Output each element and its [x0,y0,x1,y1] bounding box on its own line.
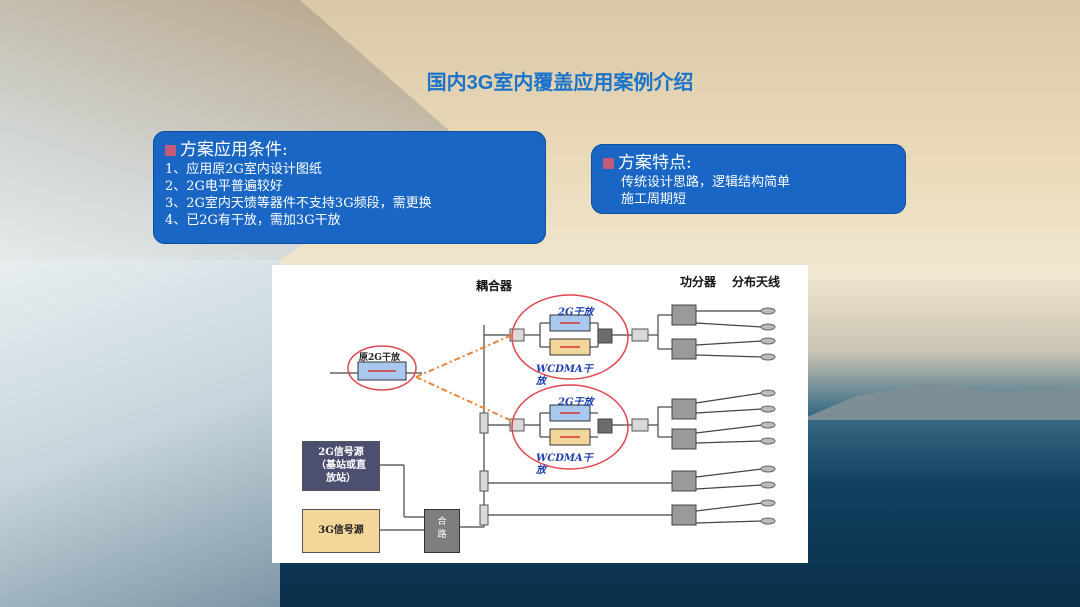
coupler-label: 耦合器 [476,277,512,294]
condition-item: 3、2G室内天馈等器件不支持3G频段，需更换 [165,195,546,212]
antenna-label: 分布天线 [732,273,780,290]
bullet-square-icon [165,145,176,156]
bullet-square-icon [603,158,614,169]
feature-item: 传统设计思路，逻辑结构简单 [621,174,906,191]
orig-2g-amp-label: 原2G干放 [359,350,400,363]
condition-item: 4、已2G有干放，需加3G干放 [165,212,546,229]
conditions-box: 方案应用条件: 1、应用原2G室内设计图纸 2、2G电平普遍较好 3、2G室内天… [153,131,546,244]
features-heading: 方案特点: [618,152,692,174]
slide-title: 国内3G室内覆盖应用案例介绍 [300,66,820,95]
combiner-label: 合 [425,516,459,529]
boat-hull-illustration [0,260,280,607]
features-box: 方案特点: 传统设计思路，逻辑结构简单 施工周期短 [591,144,906,214]
amp-2g-label: 2G干放 [558,303,594,318]
feature-item: 施工周期短 [621,191,906,208]
splitter-label: 功分器 [680,273,716,290]
amp-wcdma-label-cont: 放 [536,372,546,387]
source-3g-box: 3G信号源 [302,509,380,553]
combiner-label: 路 [425,529,459,542]
amp-wcdma-label-cont: 放 [536,461,546,476]
source-2g-line: （基站或直 [303,459,379,472]
combiner-box: 合 路 [424,509,460,553]
source-2g-box: 2G信号源 （基站或直 放站） [302,441,380,491]
amp-2g-label: 2G干放 [558,393,594,408]
conditions-heading: 方案应用条件: [180,139,288,161]
condition-item: 2、2G电平普遍较好 [165,178,546,195]
source-2g-line: 2G信号源 [303,446,379,459]
condition-item: 1、应用原2G室内设计图纸 [165,161,546,178]
network-diagram: 耦合器 功分器 分布天线 原2G干放 2G干放 WCDMA干 放 2G干放 WC… [272,265,808,563]
source-2g-line: 放站） [303,472,379,485]
